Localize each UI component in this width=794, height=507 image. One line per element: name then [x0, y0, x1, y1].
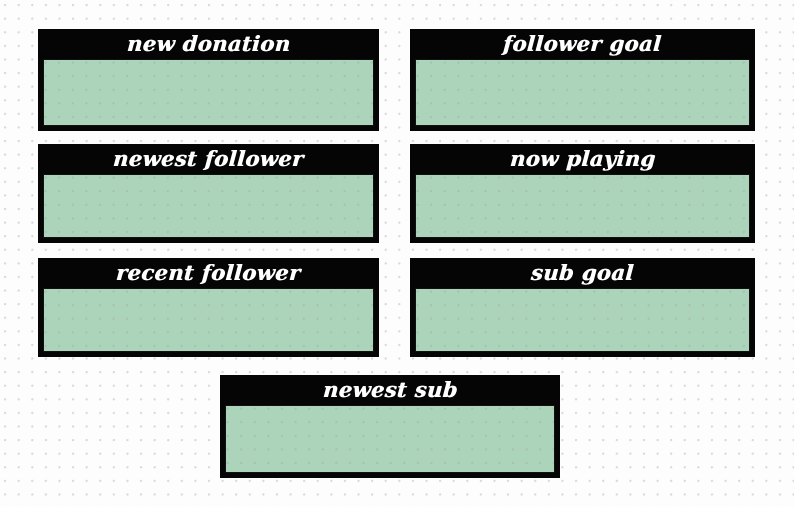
panel-now-playing-body[interactable] — [415, 174, 750, 238]
panel-newest-follower-title: newest follower — [112, 145, 305, 171]
panel-new-donation-body[interactable] — [43, 59, 374, 126]
panel-follower-goal[interactable]: follower goal — [410, 29, 755, 131]
panel-now-playing-header: now playing — [410, 144, 755, 174]
panel-sub-goal-header: sub goal — [410, 258, 755, 288]
panel-newest-follower-header: newest follower — [38, 144, 379, 174]
panel-newest-follower-body[interactable] — [43, 174, 374, 238]
panel-recent-follower-header: recent follower — [38, 258, 379, 288]
panel-follower-goal-body[interactable] — [415, 59, 750, 126]
panel-now-playing-title: now playing — [508, 145, 657, 171]
panel-recent-follower-title: recent follower — [115, 259, 302, 285]
panel-sub-goal-title: sub goal — [530, 259, 635, 285]
panel-follower-goal-title: follower goal — [502, 30, 663, 56]
panel-sub-goal-body[interactable] — [415, 288, 750, 352]
panel-recent-follower[interactable]: recent follower — [38, 258, 379, 357]
panel-follower-goal-header: follower goal — [410, 29, 755, 59]
panel-sub-goal[interactable]: sub goal — [410, 258, 755, 357]
panel-newest-sub-body[interactable] — [225, 405, 555, 473]
panel-newest-follower[interactable]: newest follower — [38, 144, 379, 243]
panel-newest-sub[interactable]: newest sub — [220, 375, 560, 478]
panel-newest-sub-title: newest sub — [321, 376, 459, 402]
panel-new-donation-header: new donation — [38, 29, 379, 59]
panel-new-donation-title: new donation — [126, 30, 292, 56]
panel-new-donation[interactable]: new donation — [38, 29, 379, 131]
panel-now-playing[interactable]: now playing — [410, 144, 755, 243]
panel-recent-follower-body[interactable] — [43, 288, 374, 352]
panel-newest-sub-header: newest sub — [220, 375, 560, 405]
